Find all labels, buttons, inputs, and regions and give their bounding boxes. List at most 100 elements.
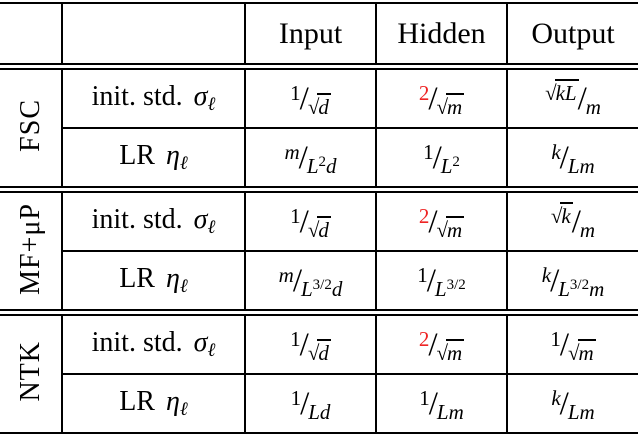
fraction-slash: / (300, 386, 310, 422)
row-label-subscript: ℓ (207, 340, 216, 361)
cell-mf-mup-init-std-hidden: 2/√m (375, 189, 507, 252)
cell-mf-mup-lr-input: m/L3/2d (244, 251, 376, 316)
cell-fsc-init-std-input: 1/√d (244, 66, 376, 129)
fraction-slash: / (571, 204, 581, 240)
row-label-symbol: σ (193, 327, 208, 358)
fraction: 1/Lm (419, 386, 464, 423)
row-label-symbol: η (165, 263, 180, 294)
math-token: L (300, 277, 313, 301)
row-label-subscript: ℓ (179, 153, 188, 174)
math-token: d (326, 154, 337, 178)
fraction: √kL/m (545, 79, 601, 118)
fraction-slash: / (559, 140, 569, 176)
math-token: 2 (418, 204, 430, 228)
row-label-subscript: ℓ (207, 217, 216, 238)
math-token: 3/2 (312, 277, 332, 293)
cell-mf-mup-lr-output: k/L3/2m (506, 251, 638, 316)
sqrt-radicand: m (577, 339, 596, 365)
fraction-slash: / (298, 140, 308, 176)
row-label-ntk-init-std: init. std.σℓ (61, 312, 245, 375)
cell-mf-mup-init-std-output: √k/m (506, 189, 638, 252)
fraction-numerator: k (551, 142, 560, 163)
fraction-denominator: m (586, 97, 601, 118)
fraction: 1/L3/2 (417, 264, 466, 301)
fraction-numerator: 2 (419, 206, 430, 227)
row-label-symbol: η (165, 140, 180, 171)
fraction-numerator: k (542, 265, 551, 286)
math-token: Lm (436, 400, 464, 424)
sqrt-radical: √d (308, 93, 331, 119)
fraction-denominator: L3/2d (300, 277, 343, 301)
fraction-numerator: 1 (290, 206, 301, 227)
fraction-denominator: m (580, 220, 595, 241)
fraction-denominator: √m (436, 216, 465, 242)
fraction-slash: / (428, 386, 438, 422)
math-token: m (284, 140, 300, 164)
fraction-slash: / (559, 386, 569, 422)
group-label-mf-mup: MF+μP (0, 189, 62, 316)
cell-fsc-init-std-output: √kL/m (506, 66, 638, 129)
math-token: d (331, 277, 343, 301)
sqrt-sign: √ (436, 95, 449, 119)
row-label-fsc-init-std: init. std.σℓ (61, 66, 245, 129)
fraction-slash: / (428, 204, 438, 240)
fraction-denominator: √d (308, 216, 331, 241)
header-empty-label (61, 2, 245, 70)
sqrt-sign: √ (567, 341, 580, 365)
fraction: 2/√m (419, 81, 465, 118)
fraction: m/L2d (284, 140, 336, 177)
math-token: 2 (452, 154, 460, 170)
sqrt-radicand: m (446, 216, 465, 242)
fraction-numerator: 1 (290, 329, 301, 350)
cell-ntk-init-std-output: 1/√m (506, 312, 638, 375)
fraction-denominator: L3/2 (434, 277, 466, 301)
fraction: k/L3/2m (542, 264, 605, 300)
sqrt-radical: √d (308, 339, 331, 365)
fraction-denominator: L2 (440, 154, 460, 178)
row-label-text: LR (119, 263, 155, 294)
fraction-numerator: 1 (419, 388, 430, 409)
cell-mf-mup-lr-hidden: 1/L3/2 (375, 251, 507, 316)
header-col-output: Output (506, 2, 638, 70)
fraction-numerator: m (279, 265, 294, 286)
sqrt-radical: √k (551, 202, 573, 228)
math-token: m (278, 263, 294, 287)
header-col-hidden: Hidden (375, 2, 507, 70)
row-label-symbol: σ (193, 204, 208, 235)
fraction: 2/√m (419, 204, 465, 242)
cell-ntk-init-std-hidden: 2/√m (375, 312, 507, 375)
fraction-denominator: L3/2m (558, 277, 604, 300)
row-label-subscript: ℓ (179, 399, 188, 420)
math-token: 3/2 (569, 277, 590, 293)
math-token: L (440, 154, 453, 178)
fraction-slash: / (299, 81, 309, 117)
fraction-slash: / (428, 81, 438, 117)
fraction: 2/√m (419, 327, 465, 364)
math-token: m (585, 95, 601, 119)
cell-fsc-lr-input: m/L2d (244, 128, 376, 193)
fraction-numerator: 1 (550, 329, 561, 350)
cell-fsc-lr-output: k/Lm (506, 128, 638, 193)
fraction-slash: / (299, 204, 309, 240)
fraction-slash: / (428, 327, 438, 363)
sqrt-radical: √m (436, 93, 465, 119)
sqrt-radicand: d (317, 216, 331, 242)
fraction: 1/Ld (291, 386, 331, 423)
header-col-input: Input (244, 2, 376, 70)
fraction-numerator: 1 (290, 83, 301, 104)
fraction-numerator: m (284, 142, 299, 163)
sqrt-radicand: kL (554, 79, 579, 105)
fraction-denominator: √d (308, 93, 331, 118)
fraction-slash: / (292, 263, 302, 299)
cell-ntk-lr-hidden: 1/Lm (375, 374, 507, 434)
header-empty-group (0, 2, 62, 70)
sqrt-radicand: d (317, 93, 331, 119)
fraction: 1/√d (290, 328, 331, 364)
math-token: L (434, 277, 447, 301)
